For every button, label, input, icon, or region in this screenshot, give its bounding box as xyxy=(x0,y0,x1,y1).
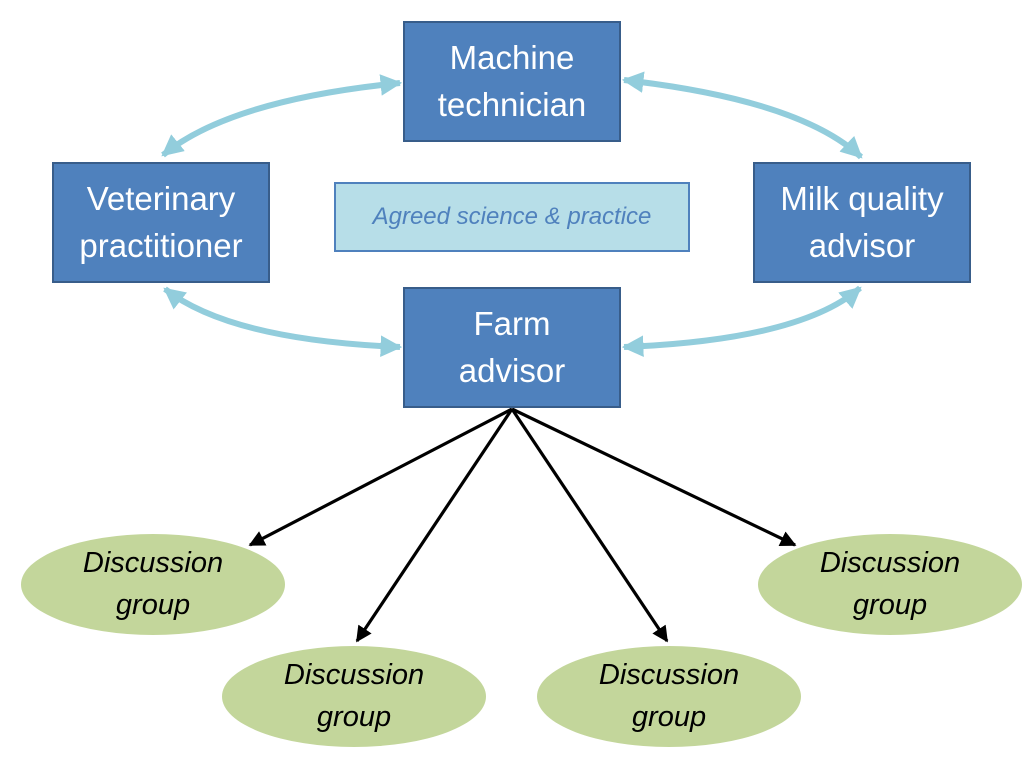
veterinary-practitioner-box: Veterinary practitioner xyxy=(52,162,270,283)
farm-advisor-label: Farm advisor xyxy=(458,305,566,389)
arrow-veterinary-farm xyxy=(163,286,403,357)
machine-technician-label: Machine technician xyxy=(437,39,587,123)
arrow-farm-to-group-2 xyxy=(355,408,514,643)
discussion-group-1-label: Discussion group xyxy=(82,547,224,621)
discussion-group-2: Discussion group xyxy=(222,646,486,747)
agreed-science-practice-label: Agreed science & practice xyxy=(372,203,652,230)
agreed-science-practice-box: Agreed science & practice xyxy=(334,182,690,252)
arrow-farm-to-group-3 xyxy=(510,408,669,643)
veterinary-practitioner-label: Veterinary practitioner xyxy=(79,180,243,264)
discussion-group-3: Discussion group xyxy=(537,646,801,747)
machine-technician-box: Machine technician xyxy=(403,21,621,142)
milk-quality-advisor-box: Milk quality advisor xyxy=(753,162,971,283)
milk-quality-advisor-label: Milk quality advisor xyxy=(780,180,944,264)
arrow-technician-veterinary xyxy=(161,74,403,158)
discussion-group-4-label: Discussion group xyxy=(819,547,961,621)
discussion-group-3-label: Discussion group xyxy=(598,659,740,733)
discussion-group-1: Discussion group xyxy=(21,534,285,635)
arrow-farm-to-group-1 xyxy=(248,407,513,547)
farm-advisor-box: Farm advisor xyxy=(403,287,621,408)
arrow-milk-quality-farm xyxy=(621,285,862,358)
arrow-technician-milk-quality xyxy=(621,71,864,160)
discussion-group-2-label: Discussion group xyxy=(283,659,425,733)
discussion-group-4: Discussion group xyxy=(758,534,1022,635)
arrow-farm-to-group-4 xyxy=(511,407,797,547)
